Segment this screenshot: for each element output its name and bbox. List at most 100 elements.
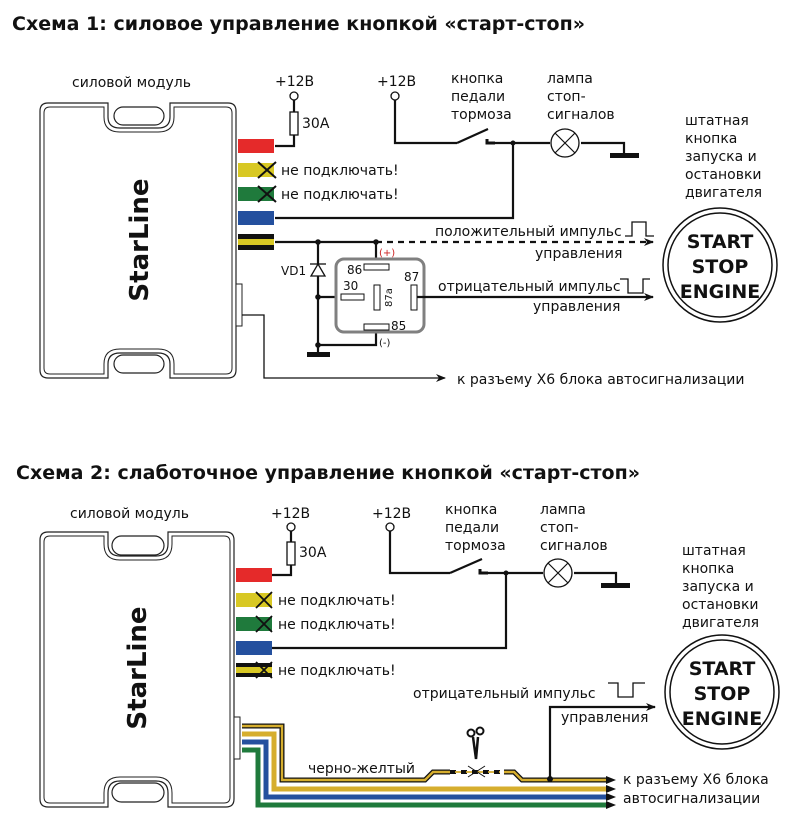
relay: 86 30 87a 87 85 bbox=[334, 257, 426, 334]
diode-label: VD1 bbox=[281, 264, 306, 278]
button-text: START bbox=[687, 231, 754, 253]
no-connect-label: не подключать! bbox=[281, 187, 399, 203]
supply-12v-label: +12В bbox=[275, 74, 314, 90]
wire-blue bbox=[236, 641, 272, 655]
mount-hole-top bbox=[111, 535, 165, 556]
negative-pulse-icon bbox=[608, 682, 645, 698]
power-module-label: силовой модуль bbox=[72, 75, 191, 91]
start-button-desc: запуска и bbox=[682, 579, 754, 595]
mount-hole-bottom bbox=[113, 354, 165, 374]
scheme-2: Схема 2: слаботочное управление кнопкой … bbox=[16, 462, 780, 809]
supply-12v-label: +12В bbox=[271, 506, 310, 522]
cross-icon bbox=[257, 185, 277, 203]
ground-icon bbox=[601, 583, 630, 588]
wire-green bbox=[236, 617, 272, 631]
start-button-desc: штатная bbox=[685, 113, 749, 129]
plus-mark: (+) bbox=[379, 248, 395, 259]
x6-connector-label: автосигнализации bbox=[623, 791, 760, 807]
mount-hole-bottom bbox=[111, 782, 165, 803]
brake-lamp-label: лампа bbox=[540, 502, 586, 518]
power-module-label: силовой модуль bbox=[70, 506, 189, 522]
brake-button-label: кнопка bbox=[451, 71, 503, 87]
negative-pulse-label: отрицательный импульс bbox=[438, 279, 621, 295]
negative-pulse-icon bbox=[620, 278, 650, 294]
wire-yellow bbox=[238, 163, 274, 177]
brake-lamp-label: лампа bbox=[547, 71, 593, 87]
brake-button-label: тормоза bbox=[451, 107, 512, 123]
connector-x6-port bbox=[233, 716, 241, 760]
start-button-desc: кнопка bbox=[682, 561, 734, 577]
pin-87a-label: 87a bbox=[384, 288, 395, 307]
supply-12v-label: +12В bbox=[377, 74, 416, 90]
pin-87-label: 87 bbox=[404, 270, 419, 284]
x6-connector-label: к разъему Х6 блока автосигнализации bbox=[457, 372, 744, 388]
starline-logo: StarLine bbox=[125, 178, 155, 301]
positive-pulse-label: управления bbox=[535, 246, 622, 262]
brake-button-label: тормоза bbox=[445, 538, 506, 554]
button-text: ENGINE bbox=[680, 281, 760, 303]
cross-icon bbox=[255, 615, 273, 633]
pin-30-label: 30 bbox=[343, 279, 358, 293]
cross-icon bbox=[257, 161, 277, 179]
start-button-desc: двигателя bbox=[682, 615, 759, 631]
wire-yellow bbox=[242, 731, 606, 792]
brake-switch-icon bbox=[456, 127, 489, 145]
wire-red bbox=[238, 139, 274, 153]
brake-lamp-label: стоп- bbox=[547, 89, 586, 105]
start-button-desc: двигателя bbox=[685, 185, 762, 201]
starline-module: StarLine bbox=[39, 102, 243, 379]
brake-lamp-label: стоп- bbox=[540, 520, 579, 536]
ground-icon bbox=[307, 352, 330, 357]
wire-red bbox=[236, 568, 272, 582]
wire-blue bbox=[242, 739, 606, 800]
wire-black-yellow bbox=[238, 234, 274, 250]
button-text: ENGINE bbox=[682, 708, 762, 730]
connector-x6-port bbox=[235, 283, 243, 327]
start-button-desc: кнопка bbox=[685, 131, 737, 147]
fuse-label: 30А bbox=[299, 545, 327, 561]
negative-pulse-line bbox=[548, 703, 656, 778]
scheme-2-title: Схема 2: слаботочное управление кнопкой … bbox=[16, 462, 640, 484]
fuse-label: 30А bbox=[302, 116, 330, 132]
no-connect-label: не подключать! bbox=[281, 163, 399, 179]
starline-logo: StarLine bbox=[123, 606, 153, 729]
brake-button-label: педали bbox=[445, 520, 499, 536]
brake-button-label: педали bbox=[451, 89, 505, 105]
wire-blue bbox=[238, 211, 274, 225]
start-stop-button[interactable]: START STOP ENGINE bbox=[664, 634, 780, 750]
button-text: START bbox=[689, 658, 756, 680]
start-button-desc: штатная bbox=[682, 543, 746, 559]
wire-green bbox=[238, 187, 274, 201]
positive-pulse-icon bbox=[625, 221, 654, 237]
negative-pulse-label: управления bbox=[561, 710, 648, 726]
negative-pulse-label: управления bbox=[533, 299, 620, 315]
brake-button-label: кнопка bbox=[445, 502, 497, 518]
pin-86-label: 86 bbox=[347, 263, 362, 277]
minus-mark: (-) bbox=[379, 338, 391, 349]
wire-black-yellow bbox=[236, 663, 272, 677]
x6-connection-line bbox=[242, 314, 446, 382]
scissors-icon bbox=[466, 726, 486, 778]
pin-85-label: 85 bbox=[391, 319, 406, 333]
brake-lamp-icon bbox=[543, 558, 573, 588]
no-connect-label: не подключать! bbox=[278, 617, 396, 633]
brake-switch-icon bbox=[449, 557, 483, 575]
cross-icon bbox=[255, 661, 273, 679]
start-button-desc: остановки bbox=[682, 597, 759, 613]
scheme-1: Схема 1: силовое управление кнопкой «ста… bbox=[12, 13, 778, 388]
fuse-icon bbox=[289, 111, 299, 136]
no-connect-label: не подключать! bbox=[278, 593, 396, 609]
x6-connector-label: к разъему Х6 блока bbox=[623, 772, 769, 788]
brake-lamp-label: сигналов bbox=[547, 107, 615, 123]
button-text: STOP bbox=[692, 256, 749, 278]
x6-harness bbox=[242, 723, 616, 809]
start-stop-button[interactable]: START STOP ENGINE bbox=[662, 207, 778, 323]
positive-pulse-label: положительный импульс bbox=[435, 224, 622, 240]
cross-icon bbox=[255, 591, 273, 609]
scheme-1-title: Схема 1: силовое управление кнопкой «ста… bbox=[12, 13, 585, 35]
black-yellow-wire-label: черно-желтый bbox=[308, 761, 415, 777]
button-text: STOP bbox=[694, 683, 751, 705]
no-connect-label: не подключать! bbox=[278, 663, 396, 679]
supply-12v-label: +12В bbox=[372, 506, 411, 522]
